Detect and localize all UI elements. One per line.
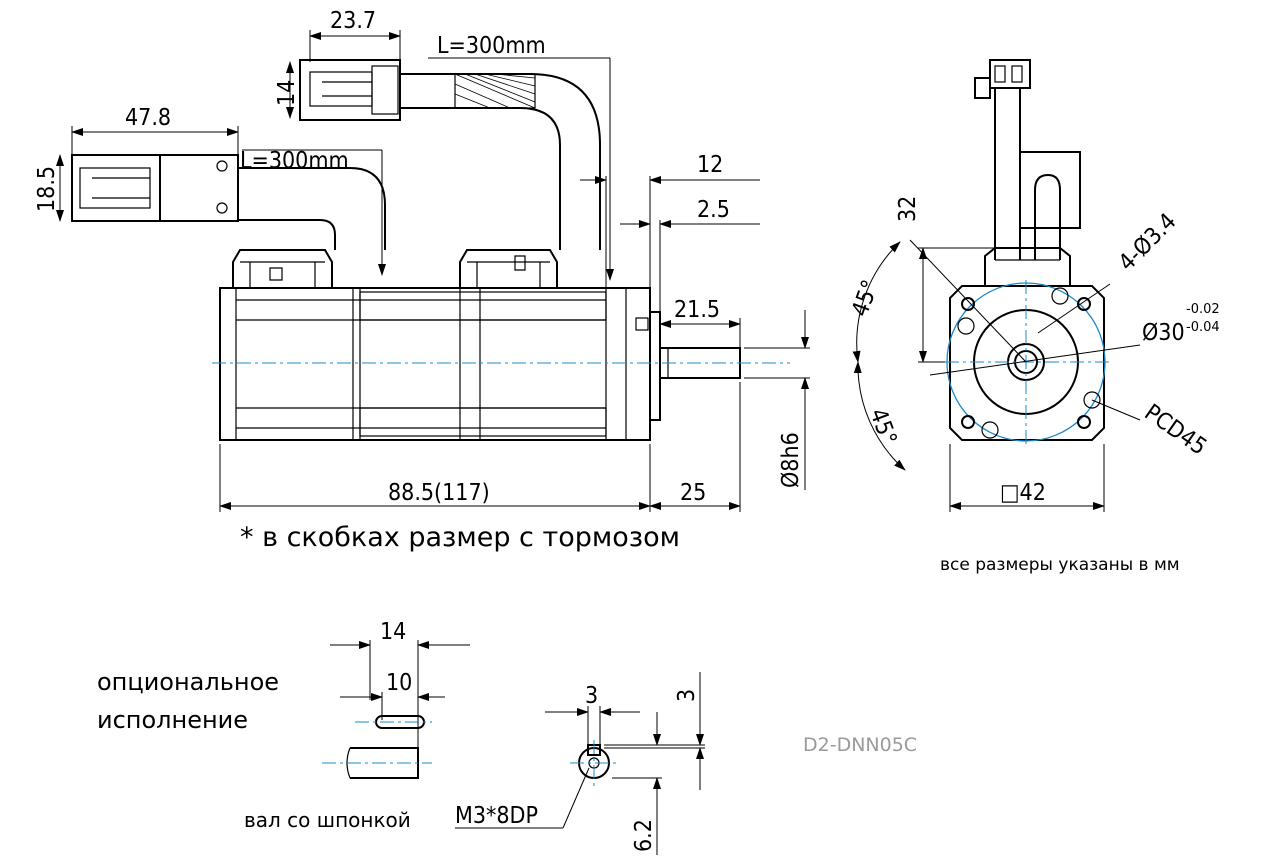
dim-thread: M3*8DP <box>455 803 538 829</box>
dim-connector-height-end: 32 <box>895 196 921 222</box>
dim-pilot-tol-lower: -0.04 <box>1186 320 1220 335</box>
dim-shaft-exposed: 21.5 <box>674 297 720 323</box>
end-view <box>852 59 1141 512</box>
dim-angle-top: 45° <box>847 277 884 320</box>
brake-note: * в скобках размер с тормозом <box>240 522 681 553</box>
dim-flange-square: □42 <box>1000 480 1046 506</box>
dim-encoder-connector-height: 18.5 <box>34 166 60 212</box>
dim-flange-thickness: 2.5 <box>697 197 730 223</box>
dim-pilot-diameter: Ø30 <box>1142 320 1185 346</box>
option-line-1: опциональное <box>97 668 280 696</box>
dim-pcd: PCD45 <box>1140 400 1212 461</box>
dim-shaft-length: 25 <box>680 480 706 506</box>
side-view <box>56 30 810 512</box>
dim-shaft-diameter: Ø8h6 <box>778 432 804 488</box>
dim-flange-offset: 12 <box>697 152 723 178</box>
dim-mount-holes: 4-Ø3.4 <box>1114 208 1182 276</box>
units-note: все размеры указаны в мм <box>940 555 1180 575</box>
option-line-2: исполнение <box>97 706 249 734</box>
model-label: D2-DNN05C <box>803 734 918 756</box>
shaft-section-detail <box>455 672 705 855</box>
dim-cable-length-top: L=300mm <box>437 33 546 59</box>
dim-encoder-connector-width: 47.8 <box>125 105 171 131</box>
dim-key-length: 14 <box>380 619 406 645</box>
dim-angle-bottom: 45° <box>864 405 901 448</box>
dim-body-length: 88.5(117) <box>388 480 490 506</box>
dim-key-slot: 10 <box>386 670 412 696</box>
dim-key-width: 3 <box>585 683 598 709</box>
keyed-shaft-label: вал со шпонкой <box>244 808 411 832</box>
dim-connector-width: 23.7 <box>330 8 376 34</box>
dim-key-depth: 3 <box>674 689 700 702</box>
dim-shaft-height: 6.2 <box>631 819 657 852</box>
dim-pilot-tol-upper: -0.02 <box>1186 302 1220 317</box>
keyed-shaft-detail <box>322 640 470 779</box>
dim-cable-length-encoder: L=300mm <box>240 148 349 174</box>
dim-connector-height: 14 <box>274 80 300 106</box>
